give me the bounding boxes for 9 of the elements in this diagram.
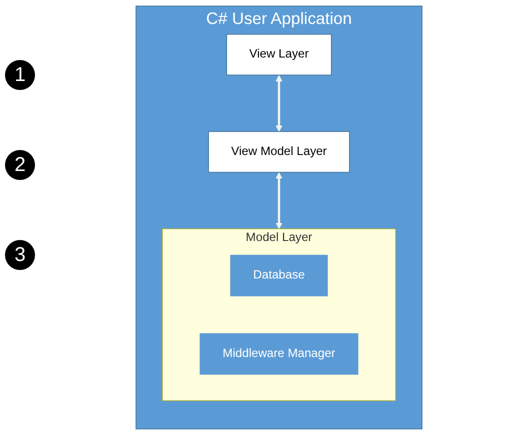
callout-number: 1 (5, 60, 35, 90)
callout-number: 2 (5, 150, 35, 180)
node-box: View Layer (226, 34, 332, 76)
arrow (276, 75, 282, 132)
arrow (276, 172, 282, 230)
node-box: Middleware Manager (200, 333, 358, 375)
node-box: View Model Layer (208, 131, 350, 173)
node-box: Database (230, 254, 328, 296)
callout-number: 3 (5, 240, 35, 270)
